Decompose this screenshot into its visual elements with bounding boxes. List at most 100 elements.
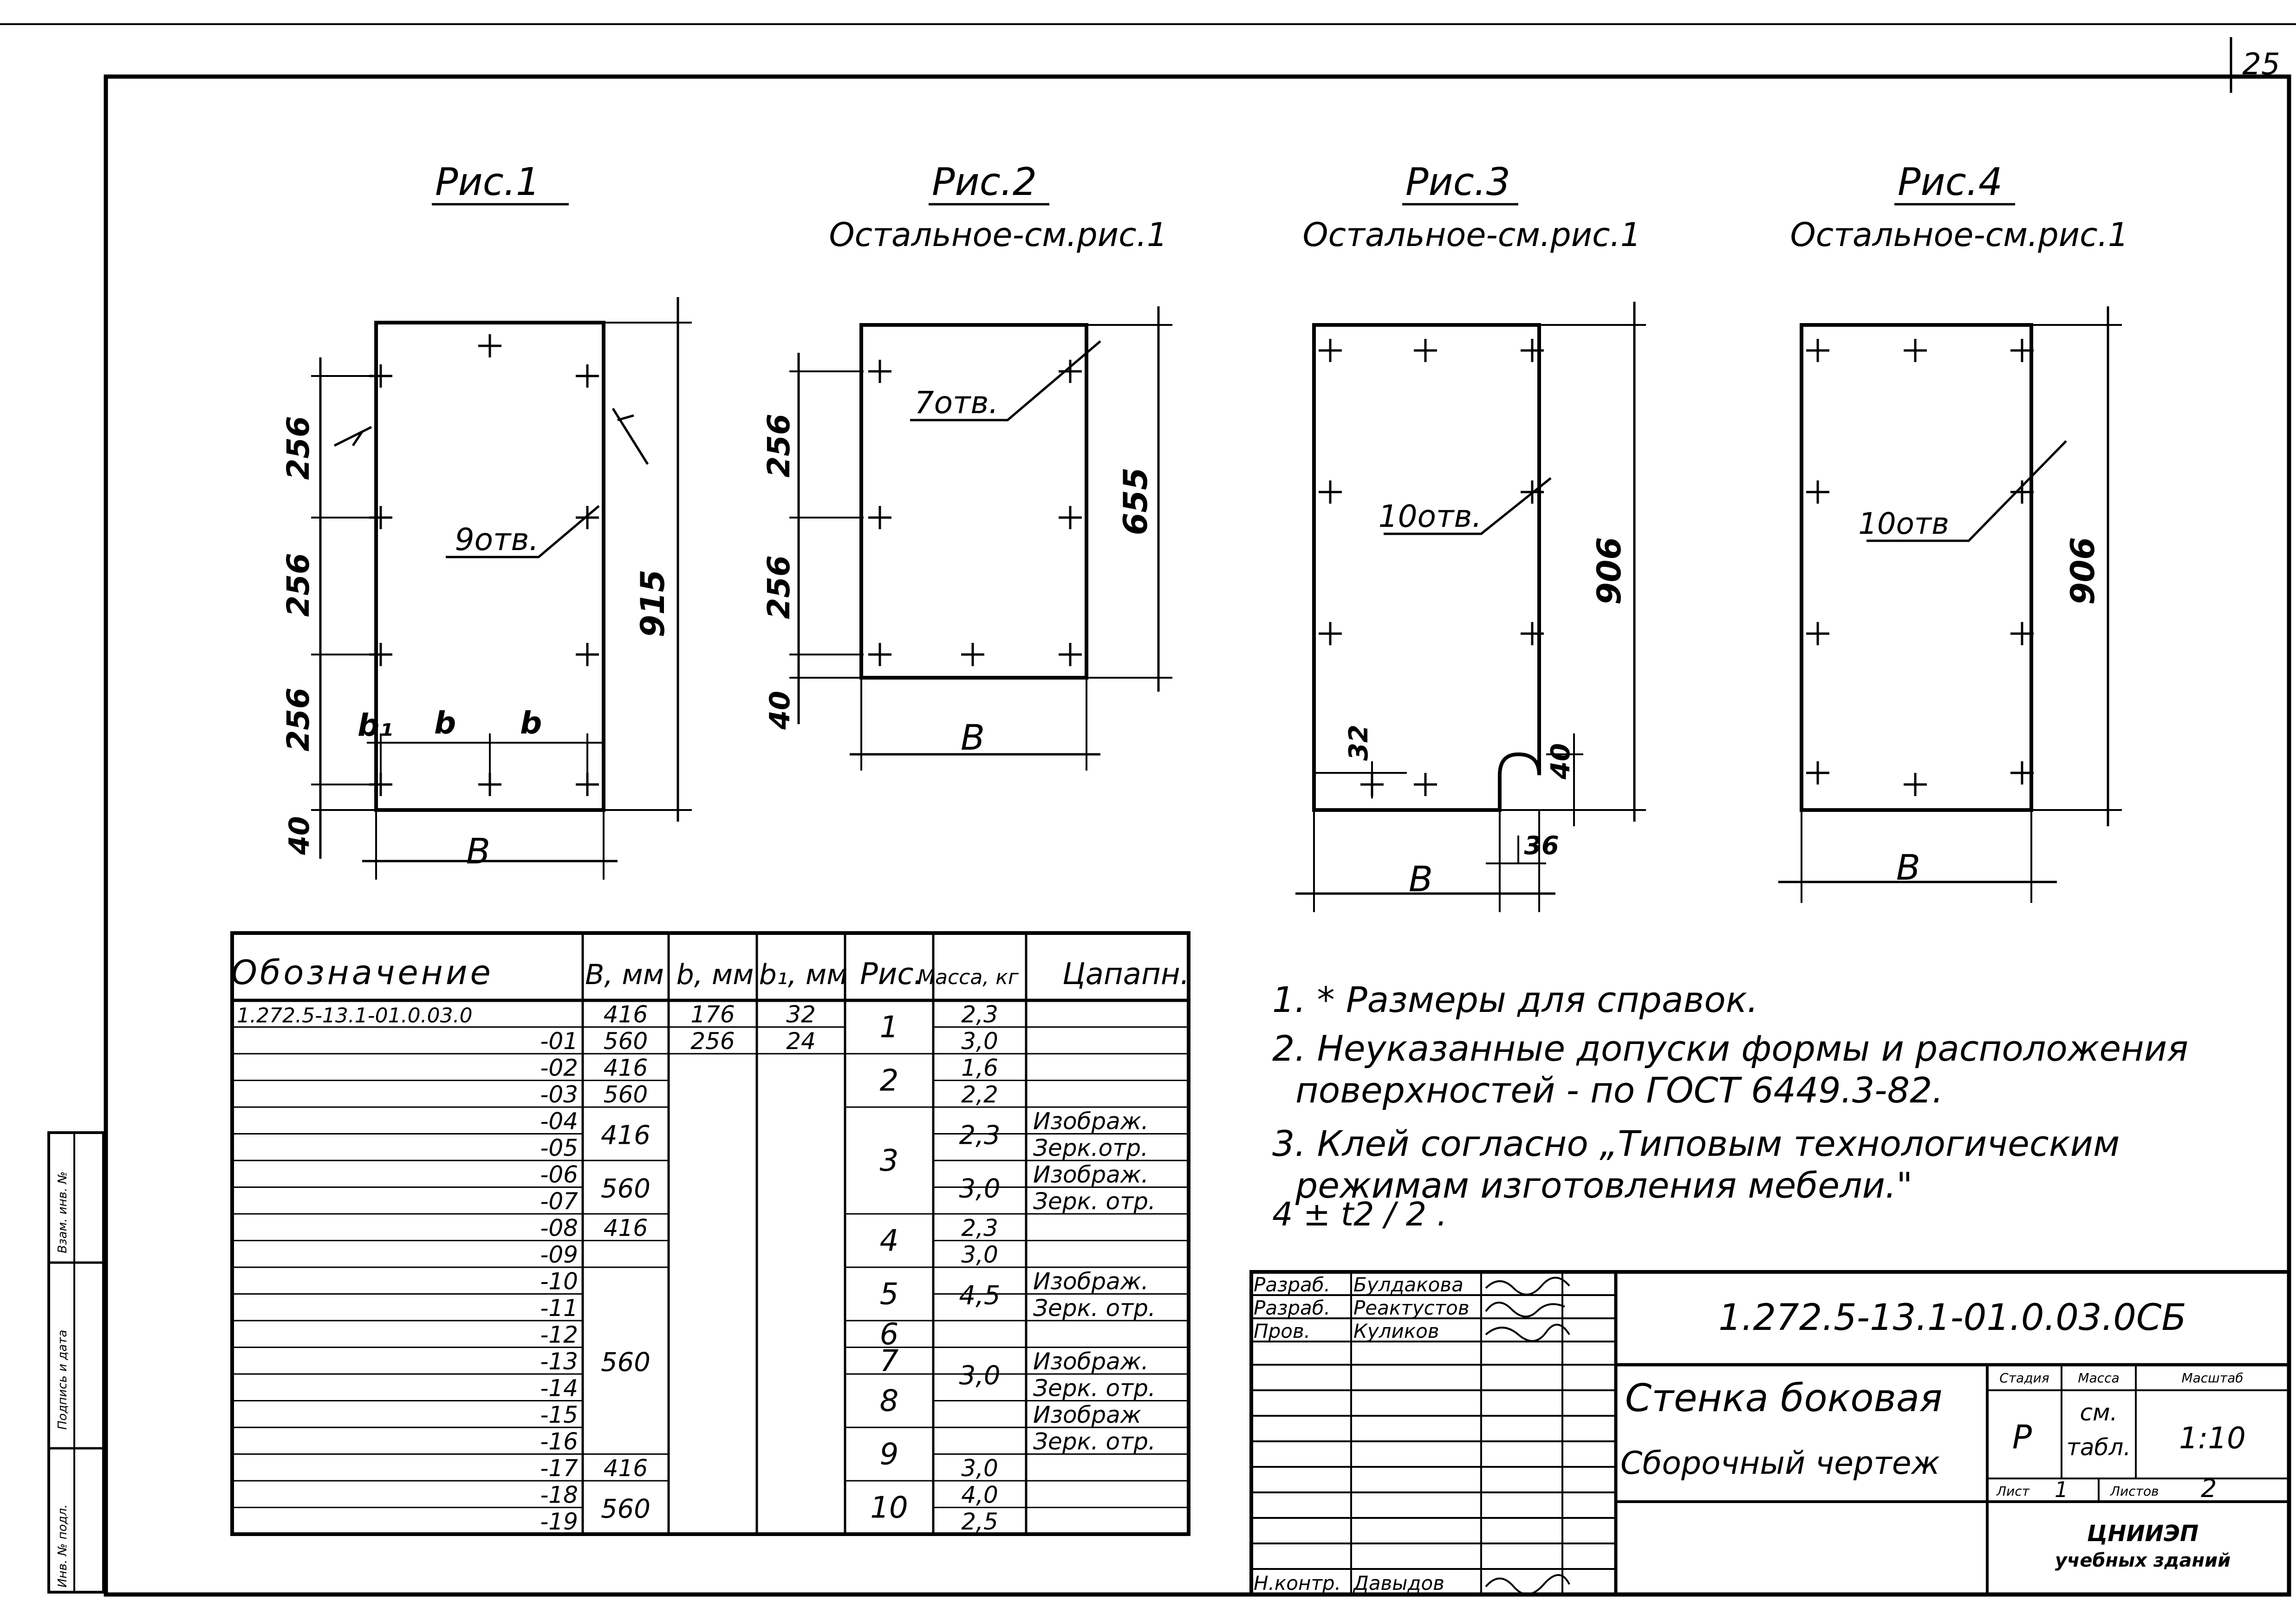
side-stamp-signature: Подпись и дата bbox=[56, 1330, 70, 1430]
figure-4-dim-906: 906 bbox=[2064, 537, 2102, 605]
figure-1-title: Рис.1 bbox=[435, 160, 540, 204]
spec-table: Обозначение B, мм b, мм b₁, мм Рис. Масс… bbox=[230, 931, 1190, 1536]
figure-2: Рис.2 Остальное-см.рис.1 7отв. 256 256 4… bbox=[761, 160, 1172, 771]
figure-1-dim-b-left: b bbox=[434, 705, 456, 741]
figure-4-title: Рис.4 bbox=[1898, 160, 2003, 204]
role-developer-2: Разраб. bbox=[1254, 1296, 1330, 1319]
cell-note: Зерк.отр. bbox=[1033, 1134, 1148, 1161]
name-developer-2: Реактустов bbox=[1353, 1296, 1470, 1319]
cell-designation: -06 bbox=[540, 1161, 578, 1188]
name-developer: Булдакова bbox=[1353, 1273, 1463, 1296]
merged-cell-B: 416 bbox=[601, 1121, 650, 1151]
figure-3-panel bbox=[1312, 323, 1541, 812]
note-2-cont: поверхностей - по ГОСТ 6449.3-82. bbox=[1295, 1069, 1943, 1111]
figure-1-dim-256c: 256 bbox=[280, 687, 316, 752]
role-developer: Разраб. bbox=[1254, 1273, 1330, 1296]
header-b: b, мм bbox=[676, 959, 754, 991]
part-name: Стенка боковая bbox=[1625, 1376, 1942, 1420]
figure-3-title: Рис.3 bbox=[1405, 160, 1510, 204]
cell-mass: 3,0 bbox=[961, 1241, 998, 1268]
cell-mass: 2,3 bbox=[961, 1215, 998, 1242]
merged-cell-fig: 7 bbox=[880, 1344, 899, 1378]
signature-1 bbox=[1485, 1277, 1570, 1296]
mass-label: Масса bbox=[2078, 1370, 2119, 1386]
figure-3-dim-36: 36 bbox=[1524, 831, 1559, 860]
figure-1-dim-40: 40 bbox=[283, 816, 316, 856]
header-fig: Рис. bbox=[860, 957, 923, 992]
cell-designation: -10 bbox=[540, 1268, 578, 1295]
figure-4-panel bbox=[1800, 323, 2033, 812]
title-block-staff: Разраб. Разраб. Пров. Н.контр. Булдакова… bbox=[1254, 1273, 1570, 1595]
cell-b: 256 bbox=[690, 1028, 735, 1055]
figure-2-title: Рис.2 bbox=[932, 160, 1037, 204]
header-B: B, мм bbox=[585, 959, 664, 991]
cell-designation: -01 bbox=[540, 1028, 578, 1055]
figure-1-holes-label: 9отв. bbox=[455, 522, 539, 557]
cell-note: Изображ bbox=[1033, 1401, 1141, 1428]
merged-cell-B: 560 bbox=[601, 1494, 650, 1524]
cell-designation: 1.272.5-13.1-01.0.03.0 bbox=[237, 1004, 473, 1028]
figure-1-dim-B: B bbox=[466, 830, 490, 872]
cell-mass: 3,0 bbox=[961, 1028, 998, 1055]
side-stamp-inventory: Инв. № подл. bbox=[56, 1504, 70, 1588]
role-norm-control: Н.контр. bbox=[1254, 1572, 1341, 1595]
signature-4 bbox=[1485, 1574, 1570, 1595]
merged-cell-fig: 8 bbox=[880, 1384, 899, 1419]
cell-note: Изображ. bbox=[1033, 1108, 1149, 1135]
cell-designation: -11 bbox=[540, 1295, 578, 1322]
figure-1-dim-b-right: b bbox=[520, 705, 542, 741]
cell-mass: 2,5 bbox=[961, 1508, 998, 1535]
cell-note: Зерк. отр. bbox=[1033, 1428, 1156, 1455]
name-checker: Куликов bbox=[1353, 1320, 1439, 1342]
cell-designation: -03 bbox=[540, 1081, 578, 1108]
note-2: 2. Неуказанные допуски формы и расположе… bbox=[1272, 1028, 2188, 1069]
merged-cell-fig: 3 bbox=[880, 1144, 899, 1178]
mass-value-line1: см. bbox=[2080, 1399, 2117, 1426]
mass-value-line2: табл. bbox=[2067, 1434, 2131, 1461]
cell-B: 416 bbox=[604, 1215, 648, 1242]
header-b1: b₁, мм bbox=[759, 959, 848, 991]
figure-3-dim-32: 32 bbox=[1344, 725, 1374, 761]
merged-cell-mass: 3,0 bbox=[959, 1174, 1000, 1204]
sheet-label: Лист bbox=[1996, 1484, 2030, 1499]
figure-2-dim-256a: 256 bbox=[761, 414, 797, 478]
scale-label: Масштаб bbox=[2181, 1370, 2243, 1386]
cell-designation: -13 bbox=[540, 1348, 578, 1375]
header-mass: Масса, кг bbox=[917, 966, 1019, 989]
merged-cell-fig: 10 bbox=[870, 1491, 908, 1525]
figure-4: Рис.4 Остальное-см.рис.1 10отв 906 B bbox=[1778, 160, 2128, 903]
header-note: Цапапн. bbox=[1062, 957, 1190, 992]
cell-note: Зерк. отр. bbox=[1033, 1295, 1156, 1322]
cell-note: Изображ. bbox=[1033, 1268, 1149, 1295]
merged-cell-fig: 4 bbox=[880, 1224, 899, 1258]
cell-B: 416 bbox=[604, 1455, 648, 1482]
figure-4-holes-label: 10отв bbox=[1858, 507, 1949, 541]
title-block bbox=[1249, 1270, 2291, 1596]
figure-4-subtitle: Остальное-см.рис.1 bbox=[1790, 216, 2129, 254]
cell-designation: -17 bbox=[540, 1455, 578, 1482]
figure-2-holes bbox=[868, 360, 1082, 666]
cell-designation: -02 bbox=[540, 1055, 578, 1082]
cell-B: 560 bbox=[604, 1028, 648, 1055]
merged-cell-fig: 9 bbox=[880, 1438, 899, 1472]
note-3-cont: режимам изготовления мебели." bbox=[1295, 1165, 1912, 1206]
figure-2-panel bbox=[859, 323, 1088, 680]
merged-cell-mass: 2,3 bbox=[959, 1121, 1000, 1151]
merged-cell-B: 560 bbox=[601, 1174, 650, 1204]
merged-cell-fig: 6 bbox=[880, 1317, 899, 1352]
cell-designation: -08 bbox=[540, 1215, 578, 1242]
cell-note: Зерк. отр. bbox=[1033, 1188, 1156, 1215]
merged-cell-mass: 3,0 bbox=[959, 1361, 1000, 1391]
cell-designation: -05 bbox=[540, 1134, 578, 1161]
cell-designation: -04 bbox=[540, 1108, 578, 1135]
document-type: Сборочный чертеж bbox=[1620, 1445, 1940, 1482]
title-block-headers: Стадия Масса Масштаб Лист Листов bbox=[1996, 1370, 2244, 1499]
figure-3-dim-B: B bbox=[1409, 858, 1433, 900]
figure-1-holes bbox=[369, 334, 599, 796]
cell-b: 176 bbox=[690, 1001, 735, 1028]
figure-4-holes bbox=[1806, 339, 2034, 796]
cell-note: Зерк. отр. bbox=[1033, 1375, 1156, 1402]
signature-3 bbox=[1485, 1323, 1570, 1342]
figure-2-subtitle: Остальное-см.рис.1 bbox=[829, 216, 1168, 254]
